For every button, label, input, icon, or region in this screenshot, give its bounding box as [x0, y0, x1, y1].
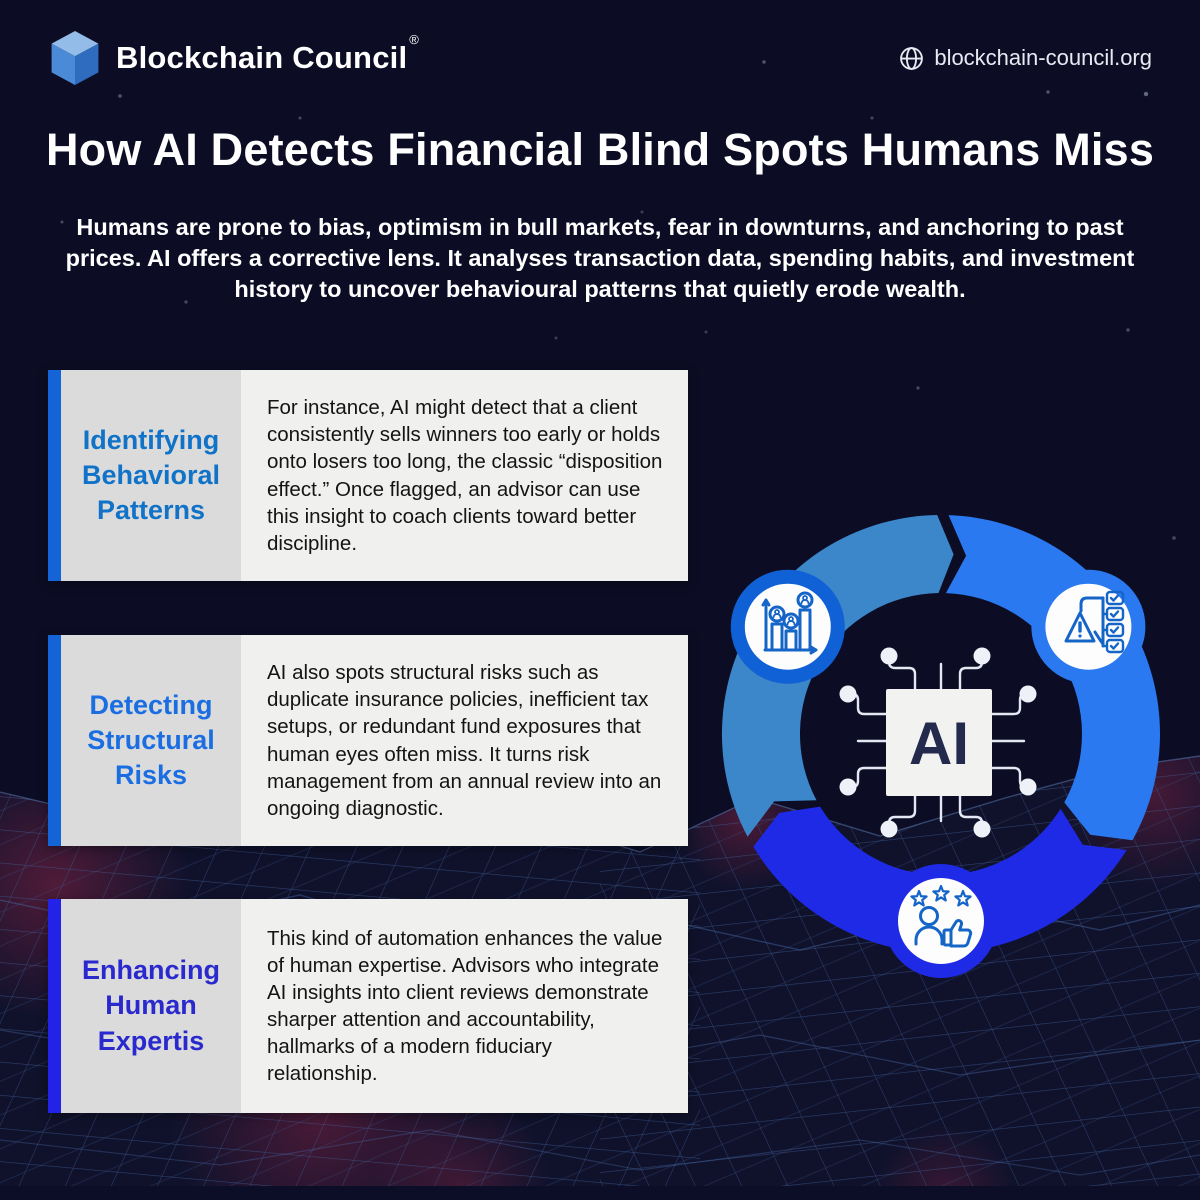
website: blockchain-council.org — [899, 45, 1152, 71]
card-title-panel: Detecting Structural Risks — [61, 635, 241, 846]
circuit-traces — [848, 656, 1028, 829]
card-accent-bar — [48, 635, 61, 846]
card-body-text: AI also spots structural risks such as d… — [267, 661, 662, 820]
brand-name: Blockchain Council® — [116, 31, 420, 75]
card-accent-bar — [48, 370, 61, 581]
ai-chip-label: AI — [909, 710, 969, 777]
card-title: Identifying Behavioral Patterns — [81, 424, 221, 526]
intro-text: Humans are prone to bias, optimism in bu… — [65, 214, 1135, 303]
card-3: Enhancing Human Expertis This kind of au… — [48, 899, 688, 1113]
ring-segment-top-right — [945, 515, 1160, 841]
card-body-panel: This kind of automation enhances the val… — [241, 899, 688, 1113]
icon-circle-bottom — [898, 878, 984, 964]
page-title: How AI Detects Financial Blind Spots Hum… — [45, 124, 1155, 175]
card-title: Detecting Structural Risks — [87, 689, 215, 791]
icon-circle-right — [1045, 583, 1132, 670]
globe-icon — [900, 46, 924, 70]
card-body-panel: For instance, AI might detect that a cli… — [241, 370, 688, 581]
risk-checklist-icon — [1064, 590, 1125, 654]
header: Blockchain Council® blockchain-council.o… — [48, 26, 1152, 90]
brand-cube-icon — [51, 31, 99, 85]
card-accent-bar — [48, 899, 61, 1113]
icon-disc-left — [730, 569, 845, 684]
card-body-panel: AI also spots structural risks such as d… — [241, 635, 688, 846]
card-title: Enhancing Human Expertis — [81, 955, 220, 1056]
behavior-chart-icon — [761, 591, 818, 655]
icon-circle-left — [744, 583, 831, 670]
ai-chip: AI — [886, 689, 992, 796]
rating-thumbs-icon — [910, 884, 973, 948]
card-body-text: This kind of automation enhances the val… — [267, 926, 663, 1086]
card-1: Identifying Behavioral Patterns For inst… — [48, 370, 688, 581]
icon-disc-bottom — [884, 864, 998, 978]
ring-segment-top-left — [721, 515, 954, 837]
icon-disc-right — [1031, 569, 1146, 684]
circuit-dots — [839, 647, 1037, 838]
ring-segment-bottom — [753, 806, 1127, 953]
card-body-text: For instance, AI might detect that a cli… — [267, 396, 663, 555]
website-url[interactable]: blockchain-council.org — [934, 45, 1152, 70]
card-title-panel: Identifying Behavioral Patterns — [61, 370, 241, 581]
card-2: Detecting Structural Risks AI also spots… — [48, 635, 688, 846]
brand: Blockchain Council® — [48, 29, 420, 87]
card-title-panel: Enhancing Human Expertis — [61, 899, 241, 1113]
registered-mark: ® — [409, 31, 420, 47]
